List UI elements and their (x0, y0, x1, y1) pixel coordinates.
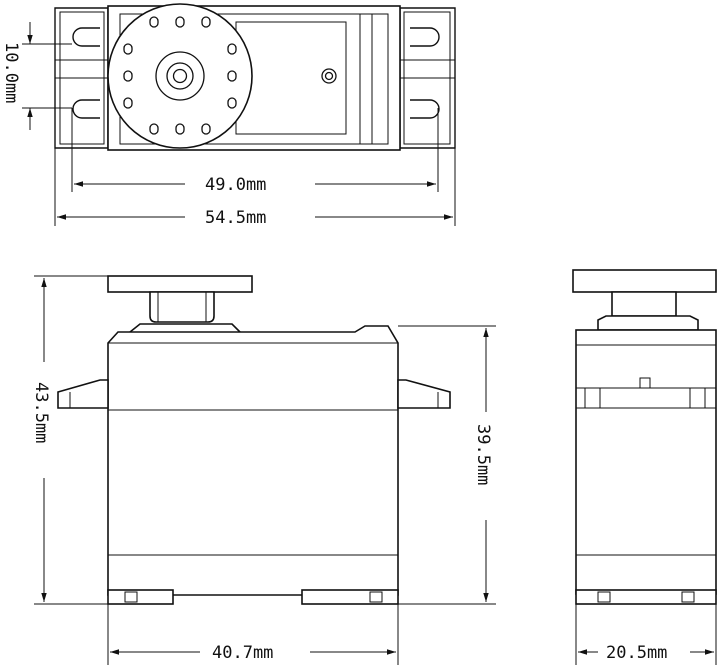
mount-slot-left-top (72, 27, 100, 47)
servo-case-front (107, 325, 399, 596)
dim-body-height-label: 39.5mm (473, 424, 493, 485)
dim-body-length-label: 40.7mm (212, 643, 273, 663)
dim-mount-spacing-label: 10.0mm (1, 42, 21, 103)
mount-slot-left-bottom (72, 99, 100, 119)
horn-side-2 (572, 269, 717, 293)
servo-case-side (575, 329, 717, 595)
dim-body-width-label: 20.5mm (606, 643, 667, 663)
side-view: 20.5mm (572, 269, 717, 665)
horn-side (107, 275, 253, 293)
dim-hole-span-label: 49.0mm (205, 175, 266, 195)
front-view: 43.5mm 39.5mm 40.7mm (31, 275, 496, 665)
mount-slot-right-top (410, 27, 440, 47)
flange-right-side (397, 379, 451, 409)
dim-overall-length-label: 54.5mm (205, 208, 266, 228)
mount-slot-right-bottom (410, 99, 440, 119)
horn-holes (123, 16, 237, 135)
spline-boss (149, 291, 215, 323)
dim-total-height-label: 43.5mm (31, 382, 51, 443)
flange-left-side (57, 379, 109, 409)
top-view: 10.0mm 49.0mm 54.5mm (1, 3, 456, 228)
